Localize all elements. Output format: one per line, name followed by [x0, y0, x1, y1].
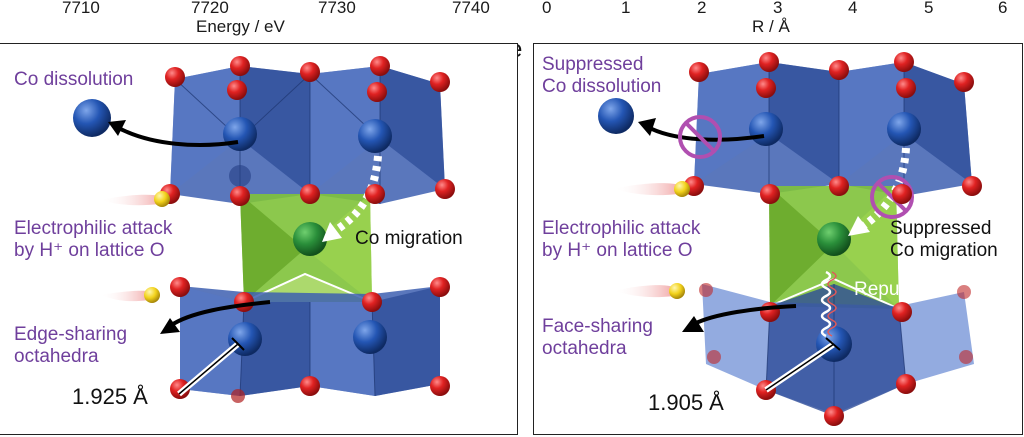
- face-sharing-label-line1: Face-sharing: [542, 316, 653, 337]
- edge-sharing-label-line1: Edge-sharing: [14, 324, 128, 345]
- electrophilic-attack-label-line2: by H⁺ on lattice O: [14, 240, 165, 261]
- cobalt-atom: [887, 112, 921, 146]
- bond-length-label: 1.905 Å: [648, 390, 724, 415]
- face-sharing-label-line2: octahedra: [542, 338, 627, 359]
- dissolved-cobalt-atom: [73, 99, 111, 137]
- cobalt-atom-green: [817, 222, 851, 256]
- proton-trail: [100, 194, 162, 206]
- panel-e-structure: [598, 52, 982, 426]
- face-sharing-arrow: [693, 304, 797, 326]
- edge-sharing-label-line2: octahedra: [14, 346, 99, 367]
- proton-atom: [154, 191, 170, 207]
- oxygen-atoms: [160, 56, 455, 403]
- lower-octahedra-layer: [180, 286, 440, 397]
- energy-tick: 7720: [191, 0, 229, 17]
- energy-tick: 7740: [452, 0, 490, 17]
- cobalt-atom: [358, 119, 392, 153]
- r-axis-label: R / Å: [752, 17, 790, 36]
- repulsion-label: Repulsion: [854, 279, 939, 300]
- co-dissolution-label: Co dissolution: [14, 69, 134, 90]
- electrophilic-attack-label-line2: by H⁺ on lattice O: [542, 240, 693, 261]
- suppressed-dissolution-label-line1: Suppressed: [542, 54, 644, 75]
- proton-trail: [100, 290, 150, 302]
- r-tick: 3: [773, 0, 783, 17]
- cobalt-atom: [353, 320, 387, 354]
- cobalt-atom: [223, 117, 257, 151]
- energy-axis-label: Energy / eV: [196, 17, 285, 36]
- cobalt-atom: [749, 112, 783, 146]
- energy-tick: 7730: [318, 0, 356, 17]
- upper-octahedra-layer: [170, 66, 445, 204]
- co-migration-arrow: [327, 155, 382, 238]
- energy-tick: 7710: [62, 0, 100, 17]
- co-migration-arrow: [856, 147, 910, 233]
- dissolution-arrow: [114, 124, 239, 147]
- r-tick: 1: [621, 0, 631, 17]
- r-tick: 2: [697, 0, 707, 17]
- suppressed-migration-label-line1: Suppressed: [890, 218, 992, 239]
- repulsion-spring: [820, 270, 832, 338]
- proton-trail: [614, 183, 680, 196]
- proton-trail: [614, 285, 674, 298]
- upper-octahedra-layer: [694, 62, 972, 196]
- panel-d-edge-sharing: Co dissolution Electrophilic attack by H…: [0, 43, 518, 435]
- panel-d-structure: [73, 56, 455, 403]
- edge-sharing-arrow: [168, 300, 271, 328]
- r-tick: 4: [848, 0, 858, 17]
- r-tick: 6: [998, 0, 1008, 17]
- bond-length-marker: [765, 343, 835, 391]
- r-tick: 0: [542, 0, 552, 17]
- proton-atom: [144, 287, 160, 303]
- proton-atom: [674, 181, 690, 197]
- bond-length-label: 1.925 Å: [72, 384, 148, 409]
- r-tick: 5: [924, 0, 934, 17]
- electrophilic-attack-label-line1: Electrophilic attack: [14, 218, 173, 239]
- suppress-dissolution-icon: [678, 115, 722, 159]
- dissolved-cobalt-atom: [598, 98, 634, 134]
- bond-length-marker: [178, 343, 239, 395]
- suppressed-migration-label-line2: Co migration: [890, 240, 998, 261]
- panel-e-face-sharing: Suppressed Co dissolution Electrophilic …: [533, 43, 1023, 435]
- electrophilic-attack-label-line1: Electrophilic attack: [542, 218, 701, 239]
- oxygen-atoms: [684, 52, 982, 426]
- suppress-migration-icon: [870, 175, 914, 219]
- co-migration-label: Co migration: [355, 228, 463, 249]
- suppressed-dissolution-label-line2: Co dissolution: [542, 76, 662, 97]
- cobalt-atom-green: [293, 222, 327, 256]
- proton-atom: [669, 283, 685, 299]
- cobalt-atom: [229, 165, 251, 187]
